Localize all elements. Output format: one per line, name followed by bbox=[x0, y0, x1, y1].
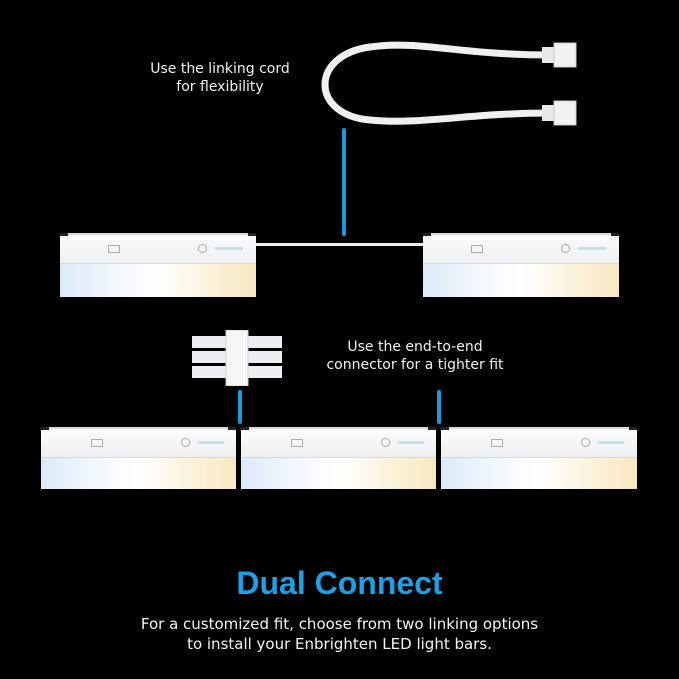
pointer-line bbox=[238, 390, 242, 424]
linking-cord-connection bbox=[256, 243, 426, 246]
led-light-bar-icon bbox=[441, 427, 637, 489]
subtitle-line: to install your Enbrighten LED light bar… bbox=[187, 635, 492, 653]
end-to-end-connector-icon bbox=[192, 330, 282, 386]
caption-line: Use the linking cord bbox=[150, 61, 290, 77]
caption-line: connector for a tighter fit bbox=[326, 357, 504, 373]
pointer-line bbox=[437, 390, 441, 424]
led-light-bar-icon bbox=[423, 233, 619, 297]
pointer-line bbox=[342, 128, 346, 236]
subtitle-line: For a customized fit, choose from two li… bbox=[140, 615, 539, 633]
linking-cord-icon bbox=[321, 41, 577, 126]
page-title: Dual Connect bbox=[236, 565, 443, 601]
led-light-bar-icon bbox=[41, 427, 236, 489]
end-to-end-caption: Use the end-to-end connector for a tight… bbox=[300, 338, 530, 374]
linking-cord-caption: Use the linking cord for flexibility bbox=[120, 60, 320, 96]
caption-line: Use the end-to-end bbox=[347, 339, 483, 355]
led-light-bar-icon bbox=[241, 427, 436, 489]
led-light-bar-icon bbox=[60, 233, 256, 297]
caption-line: for flexibility bbox=[176, 79, 264, 95]
subtitle: For a customized fit, choose from two li… bbox=[0, 614, 679, 654]
